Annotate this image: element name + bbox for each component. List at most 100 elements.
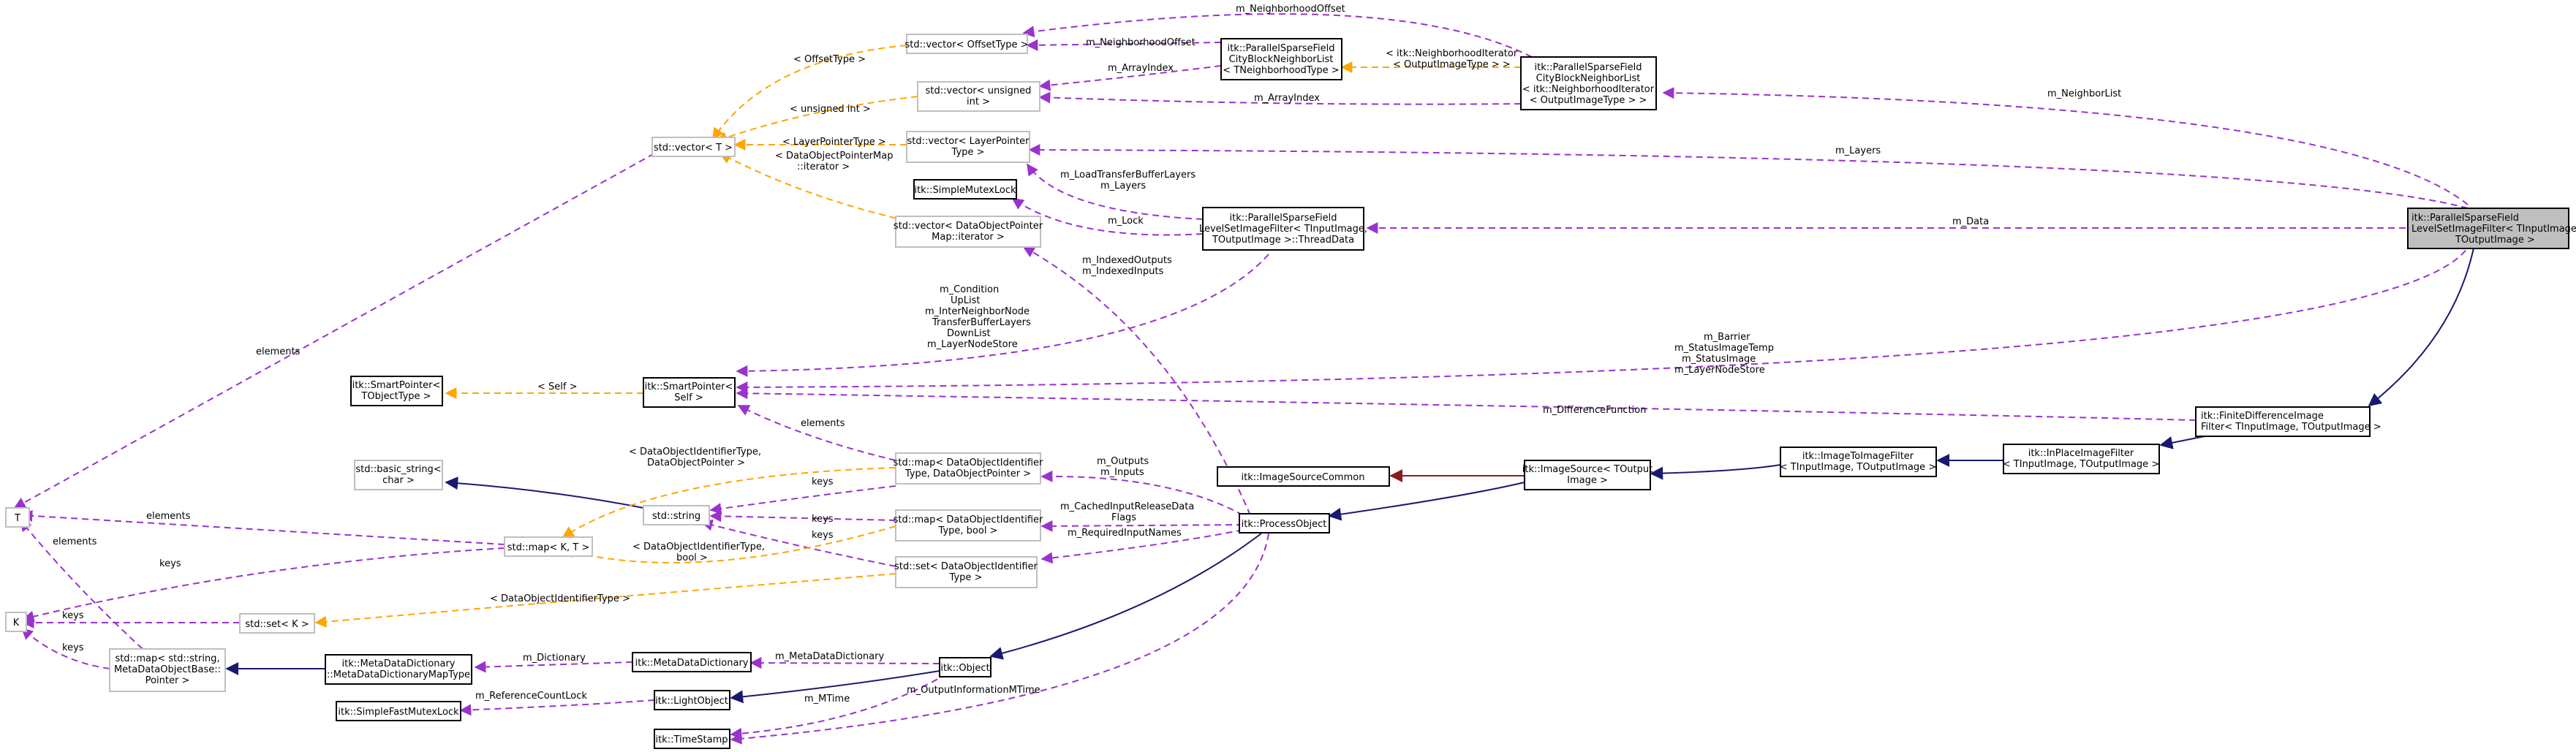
label-array-index2: m_ArrayIndex [1254,93,1320,104]
label-array-index: m_ArrayIndex [1108,63,1174,74]
node-simple-mutex-lock[interactable]: itk::SimpleMutexLock [913,179,1017,200]
label-output-info: m_OutputInformationMTime [907,685,1040,696]
edge-elements-md [19,519,143,650]
edge-tmpl-doi-type [314,573,896,628]
node-basic-string[interactable]: std::basic_string<char > [354,460,443,490]
svg-text:std::map< std::string,MetaData: std::map< std::string,MetaDataObjectBase… [114,653,221,686]
edge-tmpl-doi-bool [562,525,896,563]
label-m-metadatadict: m_MetaDataDictionary [775,651,884,662]
edge-neighborhood-offset2 [1022,13,1533,58]
svg-text:std::vector< DataObjectPointer: std::vector< DataObjectPointerMap::itera… [894,221,1043,243]
svg-text:itk::SmartPointer<Self >: itk::SmartPointer<Self > [645,381,733,403]
label-unsigned-int: < unsigned int > [790,104,871,115]
label-self: < Self > [537,381,578,392]
edge-barrier [736,240,2472,393]
svg-text:itk::Object: itk::Object [940,663,989,674]
node-smartpointer-tobjecttype[interactable]: itk::SmartPointer<TObjectType > [350,376,443,406]
node-std-vector-offsettype[interactable]: std::vector< OffsetType > [904,34,1029,54]
label-lock: m_Lock [1108,216,1144,227]
node-k[interactable]: K [5,612,27,632]
edge-elements-t [20,509,505,545]
edge-indexed [1022,246,1251,516]
edge-neighbor-list [1662,87,2469,205]
label-elements-t: elements [146,511,191,522]
node-simple-fast-mutex-lock[interactable]: itk::SimpleFastMutexLock [336,701,461,721]
edge-refcount [459,699,655,716]
edge-keys-str2 [709,510,896,523]
label-layers: m_Layers [1835,145,1881,156]
node-object[interactable]: itk::Object [939,657,992,677]
svg-text:std::vector< T >: std::vector< T > [654,143,733,153]
label-neighborhood-offset: m_NeighborhoodOffset [1086,37,1196,48]
node-image-source-common[interactable]: itk::ImageSourceCommon [1217,466,1390,487]
node-light-object[interactable]: itk::LightObject [654,690,730,710]
svg-text:itk::InPlaceImageFilter< TInpu: itk::InPlaceImageFilter< TInputImage, TO… [2003,448,2159,470]
svg-text:itk::SimpleFastMutexLock: itk::SimpleFastMutexLock [338,707,459,718]
label-layer-pointer-type: < LayerPointerType > [782,137,886,148]
node-smartpointer-self[interactable]: itk::SmartPointer<Self > [643,377,736,408]
svg-text:K: K [13,618,20,628]
label-req-input: m_RequiredInputNames [1068,528,1182,539]
svg-text:std::vector< OffsetType >: std::vector< OffsetType > [904,39,1028,50]
node-std-map-k-t[interactable]: std::map< K, T > [504,536,593,557]
edge-elements-map [737,405,896,461]
node-metadatadictionary-maptype[interactable]: itk::MetaDataDictionary::MetaDataDiction… [325,654,472,685]
edge-inherit-proc-object [989,533,1262,660]
label-doi-dop: < DataObjectIdentifierType,DataObjectPoi… [629,447,761,468]
node-process-object[interactable]: itk::ProcessObject [1239,513,1330,533]
node-std-string[interactable]: std::string [643,505,710,525]
node-std-map-metadataobject[interactable]: std::map< std::string,MetaDataObjectBase… [109,648,226,692]
svg-text:itk::SmartPointer<TObjectType: itk::SmartPointer<TObjectType > [352,380,441,402]
label-m-mtime: m_MTime [804,694,850,704]
edge-array-index2 [1038,91,1522,105]
label-neigh-tmpl: < itk::NeighborhoodIterator< OutputImage… [1386,48,1518,70]
svg-text:itk::ProcessObject: itk::ProcessObject [1242,519,1327,530]
label-m-dictionary: m_Dictionary [523,653,586,664]
svg-text:itk::MetaDataDictionary: itk::MetaDataDictionary [635,658,749,669]
svg-text:itk::ImageToImageFilter< TInpu: itk::ImageToImageFilter< TInputImage, TO… [1780,451,1936,473]
edge-inherit-object-light [730,670,940,704]
edge-keys-str1 [709,485,896,514]
node-inplace-image-filter[interactable]: itk::InPlaceImageFilter< TInputImage, TO… [2003,444,2160,474]
node-metadatadictionary[interactable]: itk::MetaDataDictionary [632,652,752,672]
edge-cached-flags [1040,520,1244,532]
node-image-to-image-filter[interactable]: itk::ImageToImageFilter< TInputImage, TO… [1780,447,1937,477]
edge-keys-str3 [700,519,896,567]
edge-m-mtime [730,673,948,740]
label-data: m_Data [1952,216,1989,227]
edge-tmpl-offset [712,45,907,140]
edge-array-index [1038,65,1222,91]
node-std-set-k[interactable]: std::set< K > [239,613,315,634]
node-timestamp[interactable]: itk::TimeStamp [654,729,730,749]
node-t[interactable]: T [5,507,30,528]
svg-text:std::string: std::string [652,511,700,522]
svg-text:std::set< K >: std::set< K > [245,619,309,630]
edge-diff-func [736,387,2197,421]
edge-thread-members [736,254,1269,377]
node-std-vector-t[interactable]: std::vector< T > [651,137,736,157]
edge-inherit-string-basic [445,476,644,509]
label-neighborhood-offset2: m_NeighborhoodOffset [1236,4,1345,15]
edge-tmpl-dop-iter [719,153,907,221]
